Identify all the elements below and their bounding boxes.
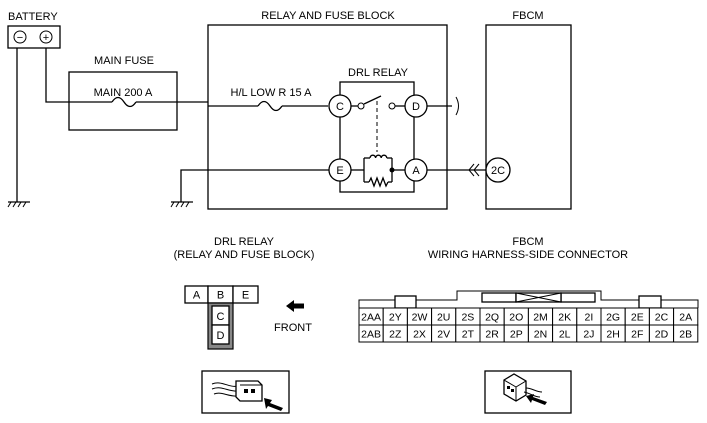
fbcm-cavity [673, 324, 699, 343]
drl-illus-pin-1 [244, 389, 248, 393]
fbcm-cavity-label: 2J [583, 329, 594, 341]
battery-positive-sign: + [43, 32, 49, 44]
fbcm-cavity-label: 2V [437, 329, 450, 341]
fbcm-cavity-label: 2M [533, 312, 548, 324]
relay-pin-e-label: E [336, 165, 343, 177]
fbcm-latch-cross-2 [515, 292, 562, 303]
fbcm-cavity-label: 2A [679, 312, 692, 324]
fbcm-connector-housing [358, 290, 699, 308]
relay-e-ground-wire [180, 169, 329, 202]
drl-relay-label: DRL RELAY [348, 67, 409, 79]
drl-illus-arrow-icon [264, 398, 283, 411]
fbcm-cavity-grid: 2AA 2Y 2W 2U 2S 2Q 2O 2M 2K 2I 2G 2E 2C 2A 2AB 2Z 2X 2V 2T… [358, 307, 699, 343]
front-label: FRONT [274, 322, 312, 334]
drl-cavity-e-label: E [242, 290, 249, 302]
fbcm-illus-plug [503, 373, 527, 402]
fbcm-key-left [481, 292, 517, 303]
drl-cavity-a-label: A [193, 290, 201, 302]
fbcm-cavity-label: 2T [462, 329, 475, 341]
drl-cavity-e [232, 285, 259, 304]
drl-connector-subtitle: (RELAY AND FUSE BLOCK) [174, 249, 315, 261]
relay-pin-c-label: C [336, 101, 344, 113]
fbcm-illus-edge-1 [503, 379, 517, 388]
fbcm-cavity-label: 2H [606, 329, 619, 341]
main-fuse-symbol [111, 96, 137, 108]
hl-low-fuse-symbol [257, 100, 283, 112]
fbcm-cavity-label: 2D [655, 329, 669, 341]
drl-illus-plug [235, 380, 263, 402]
hl-low-fuse-label: H/L LOW R 15 A [231, 87, 313, 99]
fbcm-key-right [560, 292, 596, 303]
fbcm-cavity-label: 2C [655, 312, 669, 324]
fbcm-lock-tab-right [638, 295, 662, 309]
relay-contact-left [357, 102, 365, 110]
battery-negative-terminal [13, 30, 27, 44]
fbcm-cavity-label: 2G [606, 312, 620, 324]
wire-continuation-mark [455, 96, 459, 116]
fbcm-illus-pin-2 [511, 389, 514, 392]
fbcm-connector: 2AA 2Y 2W 2U 2S 2Q 2O 2M 2K 2I 2G 2E 2C 2A 2AB 2Z 2X 2V 2T… [358, 290, 699, 343]
fbcm-cavity-label: 2X [413, 329, 426, 341]
relay-fuse-block-label: RELAY AND FUSE BLOCK [261, 10, 395, 22]
front-arrow-icon [286, 300, 304, 312]
fbcm-connector-illustration [484, 370, 572, 414]
drl-relay-connector: A B E C D [184, 285, 259, 350]
main-fuse-rating: MAIN 200 A [94, 87, 153, 99]
relay-ground-symbol [170, 201, 193, 208]
fbcm-cavity-label: 2W [412, 312, 428, 324]
drl-cavity-d [211, 324, 230, 345]
connector-symbol [468, 163, 480, 177]
fbcm-connector-subtitle: WIRING HARNESS-SIDE CONNECTOR [428, 249, 628, 261]
fbcm-cavity-label: 2Z [389, 329, 402, 341]
drl-cavity-b-label: B [217, 290, 224, 302]
fbcm-illus-pin-1 [507, 386, 510, 389]
battery-ground-symbol [7, 201, 30, 208]
drl-cavity-d-label: D [217, 330, 225, 342]
main-fuse-label: MAIN FUSE [94, 55, 154, 67]
relay-switch-arm [363, 95, 382, 105]
fbcm-cavity-label: 2E [631, 312, 644, 324]
fbcm-cavity-label: 2N [534, 329, 547, 341]
relay-resistor-symbol [368, 176, 389, 188]
fbcm-cavity-label: 2AB [361, 329, 381, 341]
fbcm-cavity-label: 2U [437, 312, 450, 324]
fbcm-lock-tab-left [394, 295, 417, 309]
drl-cavity-c-label: C [217, 311, 225, 323]
fbcm-cavity-label: 2L [559, 329, 571, 341]
fbcm-cavity-label: 2B [679, 329, 692, 341]
fbcm-cavity-label: 2P [510, 329, 523, 341]
fbcm-cavity-label: 2I [585, 312, 594, 324]
battery-positive-wire [45, 48, 69, 103]
relay-pin-d-label: D [412, 101, 420, 113]
fbcm-cavity-label: 2F [631, 329, 643, 341]
fbcm-cavity-label: 2Y [389, 312, 402, 324]
fbcm-cavity-label: 2AA [361, 312, 381, 324]
fbcm-illustration-frame [484, 370, 572, 414]
fbcm-pin-2c [485, 157, 511, 183]
relay-pin-a-label: A [412, 165, 420, 177]
fbcm-illus-edge-2 [515, 380, 527, 388]
drl-connector-illustration [201, 370, 290, 414]
drl-illus-pin-2 [251, 389, 255, 393]
fbcm-cavity-label: 2Q [485, 312, 499, 324]
fbcm-cavity-label: 2R [485, 329, 499, 341]
fbcm-illus-wire-1 [525, 387, 543, 393]
battery-negative-sign: − [17, 32, 23, 44]
battery-label: BATTERY [8, 11, 58, 23]
relay-pin-c [328, 94, 352, 118]
fbcm-cavity-label: 2S [461, 312, 474, 324]
fbcm-cavity-label: 2O [509, 312, 523, 324]
battery-positive-terminal [39, 30, 53, 44]
fbcm-illus-arrow-icon [526, 394, 547, 405]
fbcm-connector-title: FBCM [512, 236, 543, 248]
fbcm-pin-2c-label: 2C [491, 165, 505, 177]
drl-connector-title: DRL RELAY [214, 236, 275, 248]
relay-coil-symbol [369, 154, 388, 159]
fbcm-label: FBCM [512, 10, 543, 22]
fbcm-cavity-label: 2K [558, 312, 571, 324]
